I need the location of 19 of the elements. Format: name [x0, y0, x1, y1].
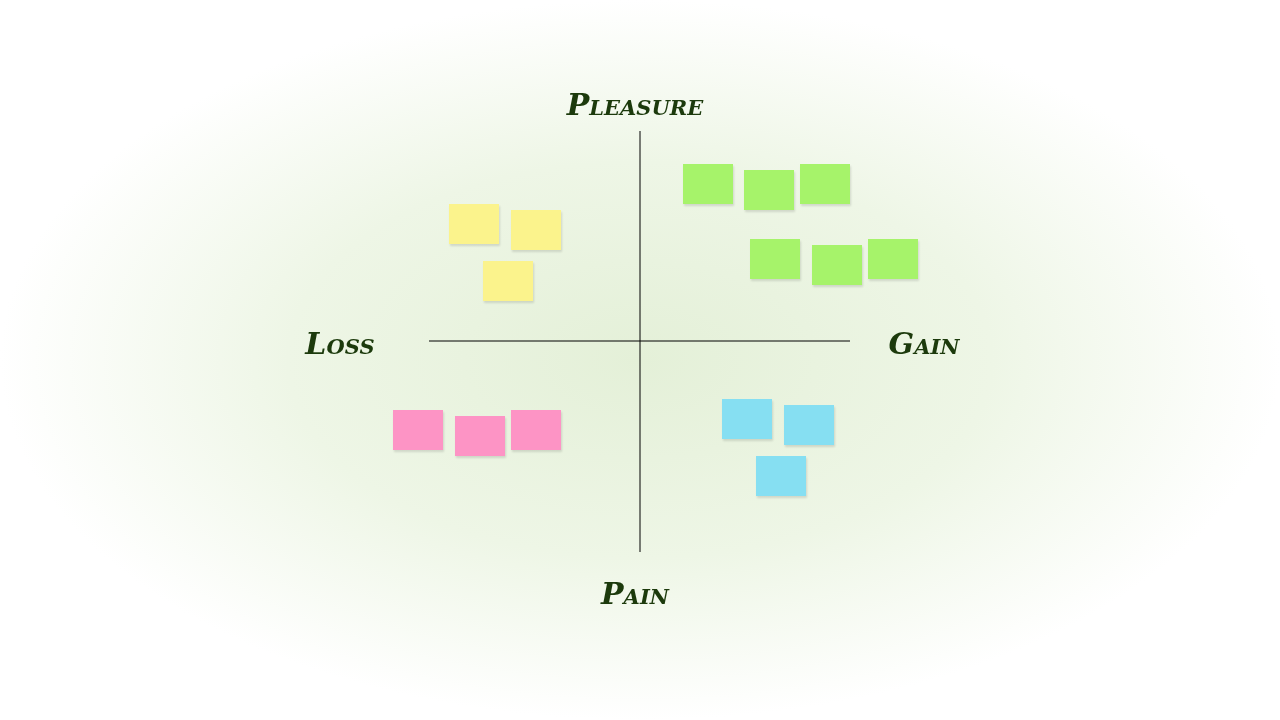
- sticky-note: [756, 456, 806, 496]
- sticky-note: [393, 410, 443, 450]
- sticky-note: [455, 416, 505, 456]
- sticky-note: [683, 164, 733, 204]
- sticky-note: [511, 410, 561, 450]
- sticky-note: [722, 399, 772, 439]
- axis-label: Pleasure: [566, 86, 704, 122]
- sticky-note: [784, 405, 834, 445]
- sticky-note: [800, 164, 850, 204]
- axis-label: Loss: [305, 325, 375, 361]
- axis-label: Pain: [601, 575, 669, 611]
- sticky-note: [511, 210, 561, 250]
- sticky-note: [744, 170, 794, 210]
- axis-label: Gain: [888, 325, 960, 361]
- sticky-note: [812, 245, 862, 285]
- sticky-note: [750, 239, 800, 279]
- sticky-note: [449, 204, 499, 244]
- sticky-note: [868, 239, 918, 279]
- sticky-note: [483, 261, 533, 301]
